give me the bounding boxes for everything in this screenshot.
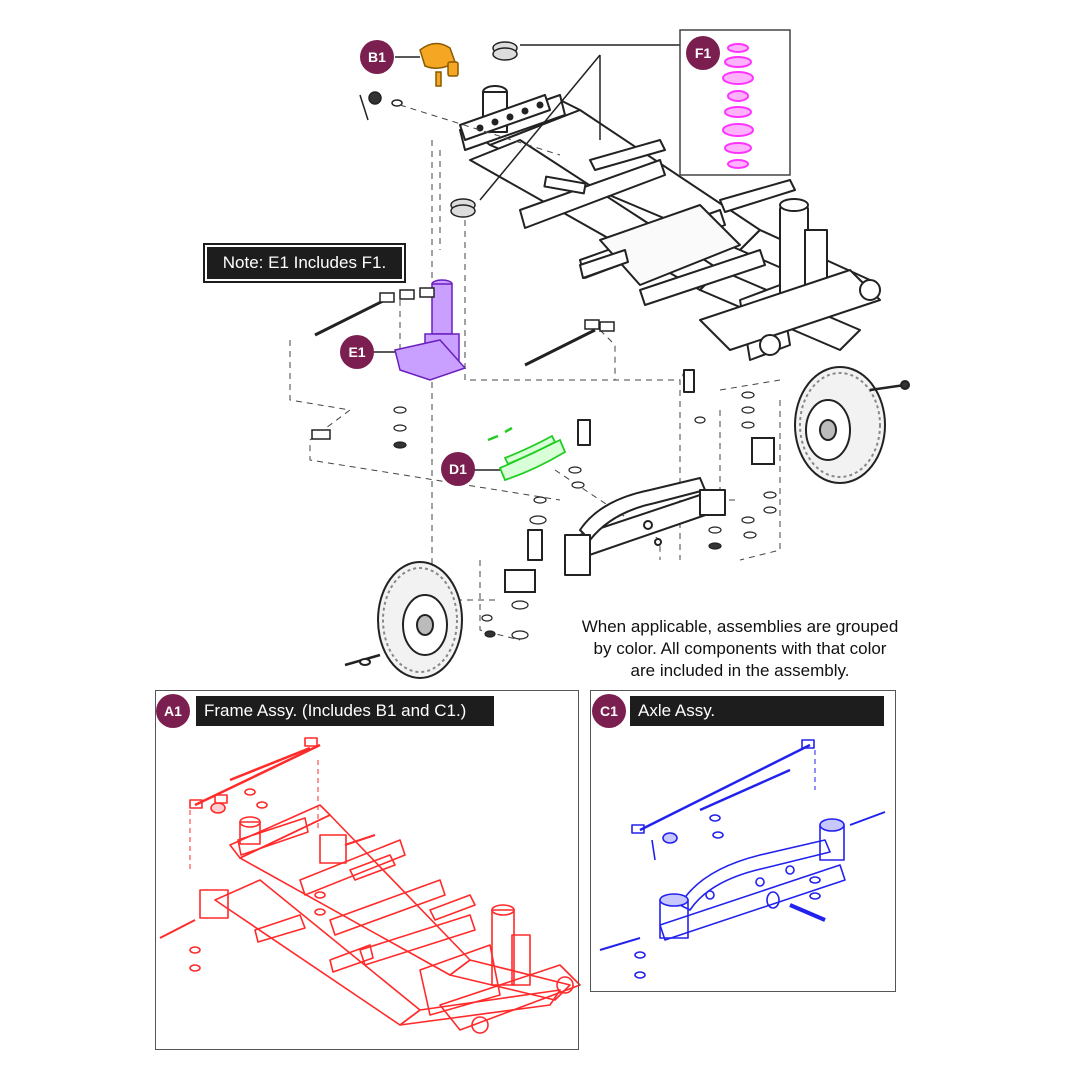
e1-badge: E1 [340, 335, 374, 369]
washer-stacks [393, 371, 777, 640]
frame-assembly-title: Frame Assy. (Includes B1 and C1.) [196, 696, 494, 726]
leader-arrows [374, 44, 680, 471]
b1-clamp [419, 42, 459, 87]
color-grouping-note: When applicable, assemblies are grouped … [560, 616, 920, 682]
front-left-wheel [344, 561, 536, 679]
tie-rods [311, 287, 615, 440]
bearing-cups [450, 41, 518, 218]
front-axle [527, 369, 726, 576]
callout-line-3: are included in the assembly. [630, 661, 850, 680]
callout-line-2: by color. All components with that color [593, 639, 887, 658]
frame-assembly-drawing [159, 737, 581, 1034]
callout-line-1: When applicable, assemblies are grouped [581, 617, 899, 636]
axle-assembly-drawing [599, 739, 886, 979]
axle-assembly-title: Axle Assy. [630, 696, 884, 726]
rear-right-wheel [751, 366, 910, 484]
upper-left-hardware [359, 91, 403, 121]
a1-badge: A1 [156, 694, 190, 728]
b1-badge: B1 [360, 40, 394, 74]
axle-assembly-panel [590, 690, 896, 992]
main-frame [459, 85, 881, 361]
frame-assembly-panel [155, 690, 579, 1050]
d1-badge: D1 [441, 452, 475, 486]
d1-bumper [487, 426, 567, 482]
f1-badge: F1 [686, 36, 720, 70]
c1-badge: C1 [592, 694, 626, 728]
note-label: Note: E1 Includes F1. [203, 243, 406, 283]
e1-spindle [394, 279, 467, 381]
